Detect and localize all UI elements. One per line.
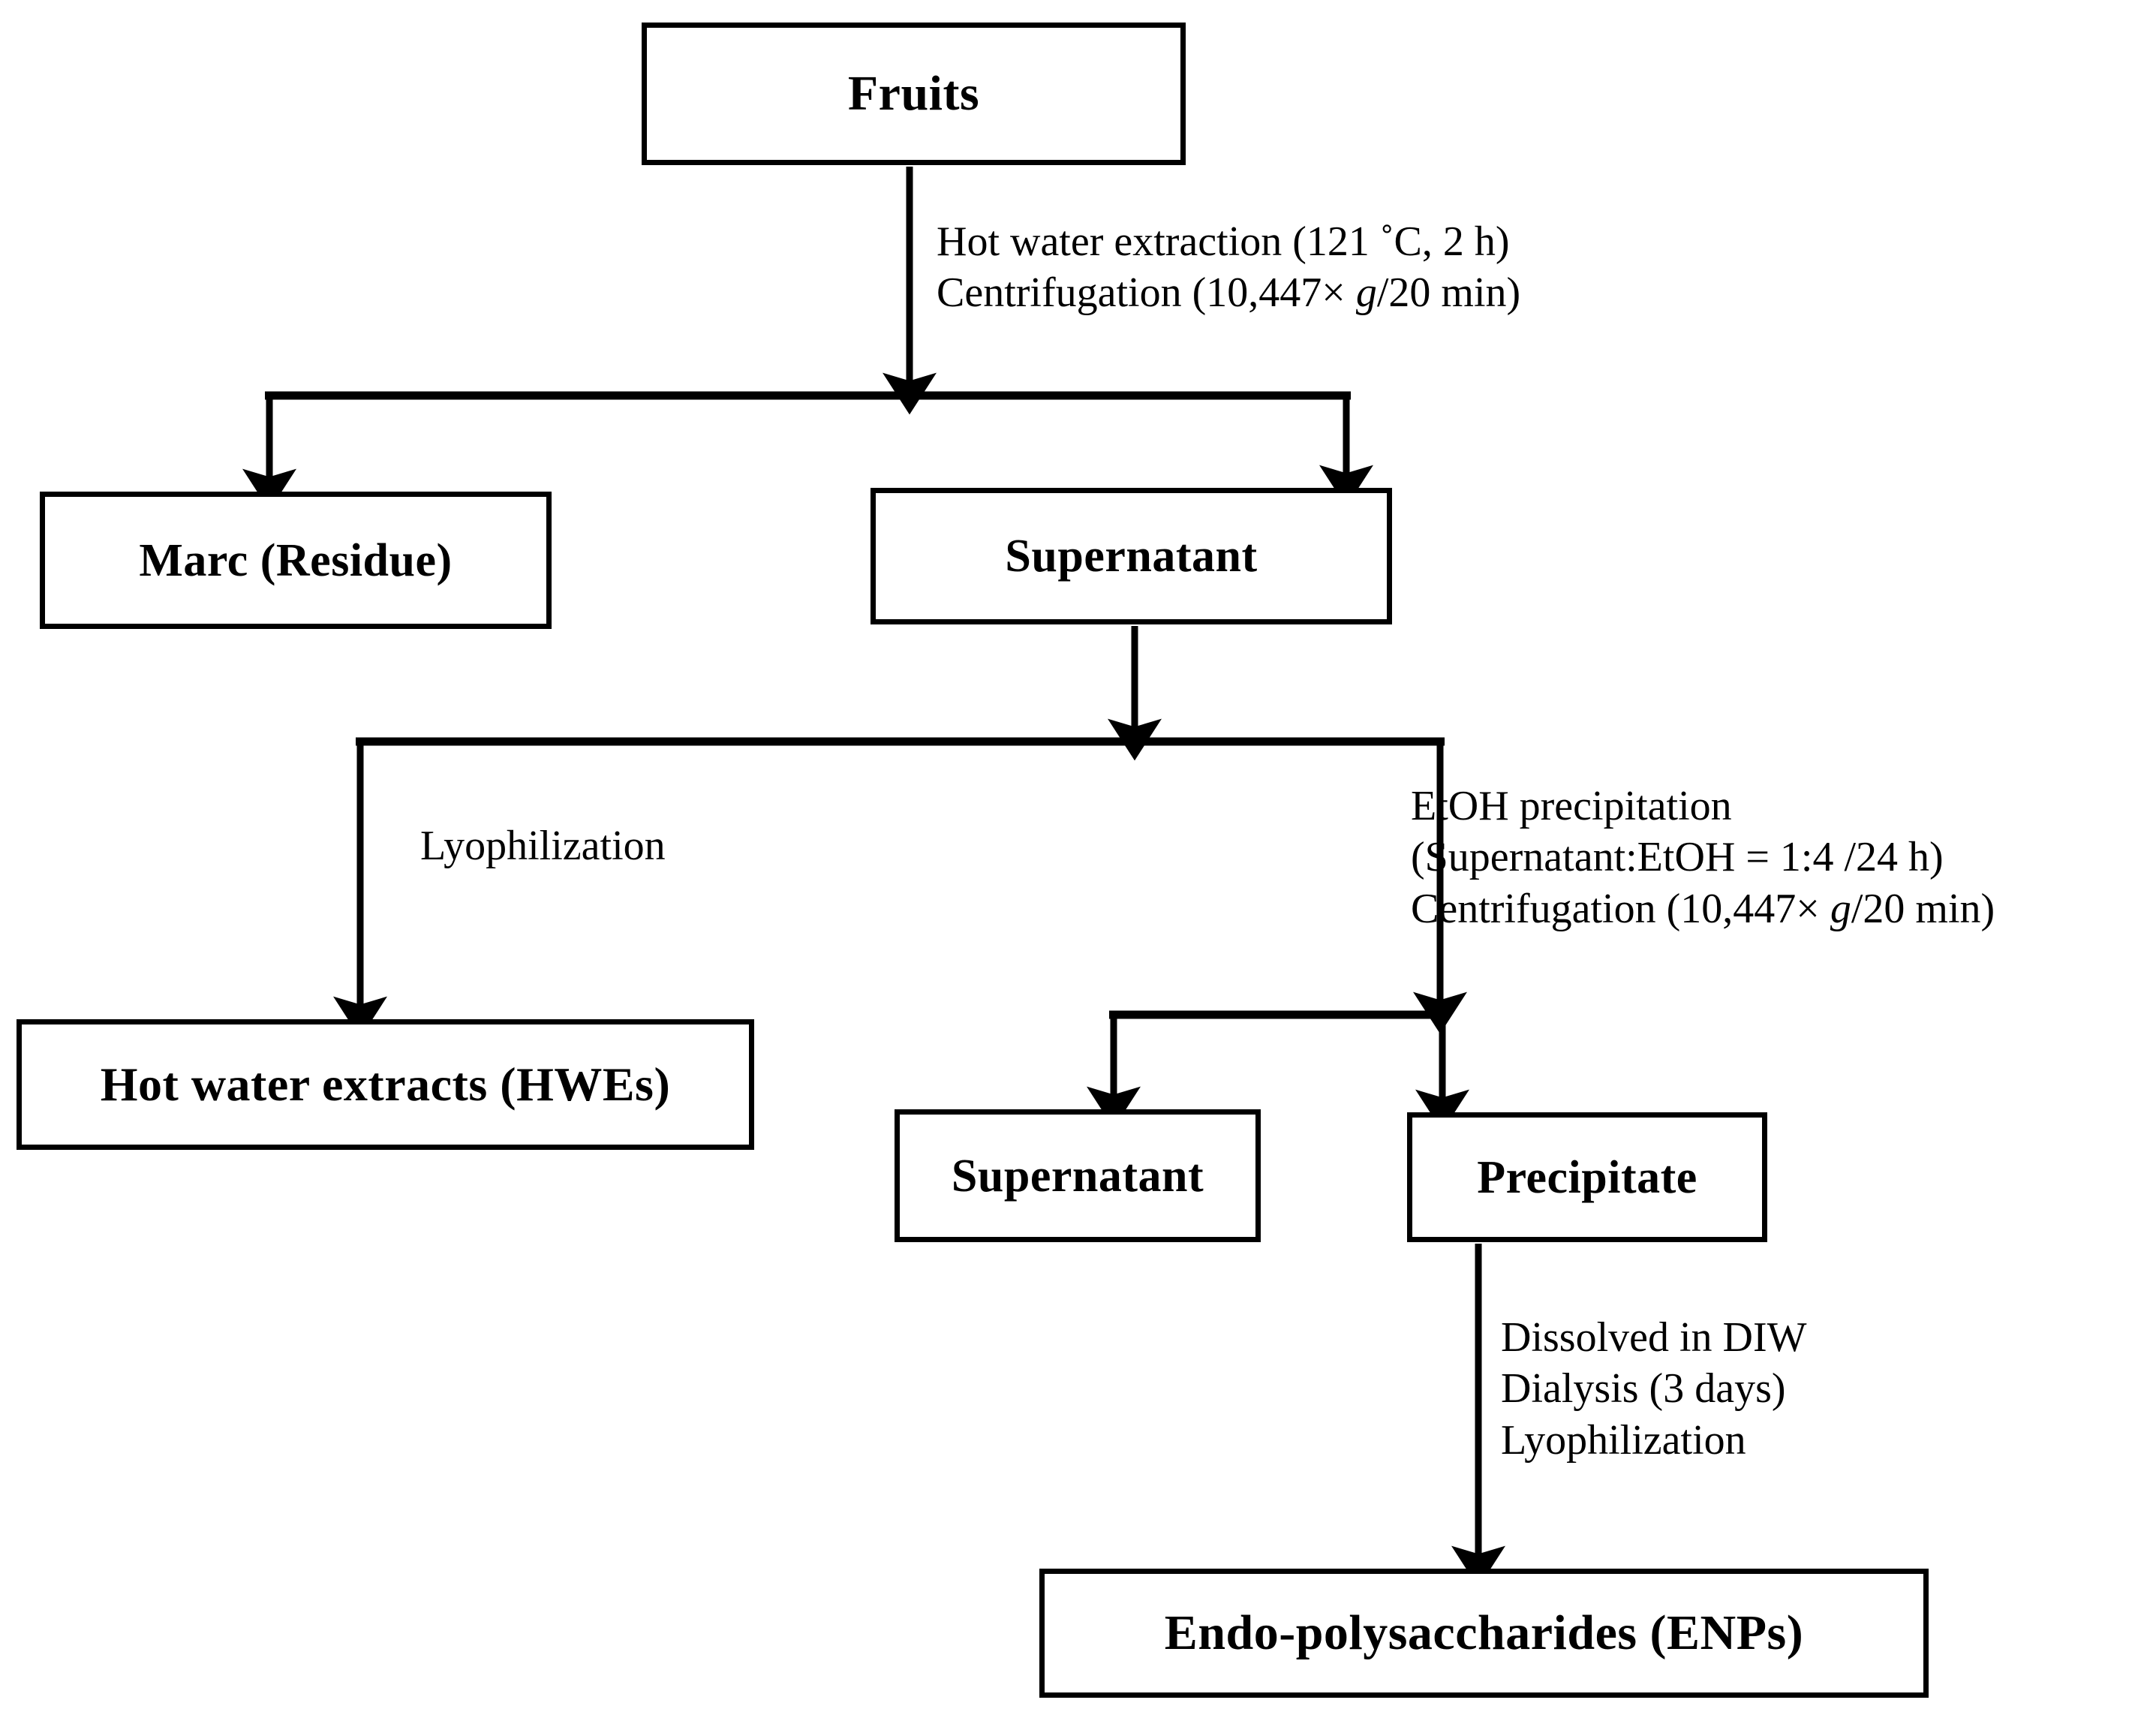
node-precipitate-label: Precipitate xyxy=(1477,1151,1697,1203)
edge-label-etoh-line3-italic-g: g xyxy=(1830,885,1851,932)
edge-label-etoh-line2: (Supernatant:EtOH = 1:4 /24 h) xyxy=(1411,834,1944,881)
edge-label-dialysis-line2: Dialysis (3 days) xyxy=(1501,1365,1786,1413)
edge-label-extraction: Hot water extraction (121 ˚C, 2 h) Centr… xyxy=(937,216,1520,319)
node-marc-residue[interactable]: Marc (Residue) xyxy=(40,492,552,629)
node-supernatant-1-label: Supernatant xyxy=(1005,531,1258,582)
edge-label-dialysis-line3: Lyophilization xyxy=(1501,1416,1746,1464)
edge-label-dialysis-line1: Dissolved in DIW xyxy=(1501,1314,1807,1361)
edge-label-etoh-line1: EtOH precipitation xyxy=(1411,783,1732,829)
edge-label-lyophilization: Lyophilization xyxy=(420,820,666,871)
edge-label-etoh-line3-post: /20 min) xyxy=(1851,885,1995,932)
node-fruits[interactable]: Fruits xyxy=(642,23,1186,165)
edge-label-etoh-line3-pre: Centrifugation (10,447× xyxy=(1411,885,1830,932)
edge-label-extraction-line2: Centrifugation (10,447× g/20 min) xyxy=(937,267,1520,318)
node-endo-polysaccharides[interactable]: Endo-polysaccharides (ENPs) xyxy=(1039,1569,1929,1698)
node-supernatant-1[interactable]: Supernatant xyxy=(871,488,1392,624)
edge-label-etoh-precipitation: EtOH precipitation (Supernatant:EtOH = 1… xyxy=(1411,781,1995,934)
node-endo-polysaccharides-label: Endo-polysaccharides (ENPs) xyxy=(1164,1605,1804,1660)
edge-label-extraction-line2-post: /20 min) xyxy=(1376,269,1521,317)
node-precipitate[interactable]: Precipitate xyxy=(1407,1112,1767,1242)
edge-label-etoh-line3: Centrifugation (10,447× g/20 min) xyxy=(1411,883,1995,934)
edge-label-lyophilization-line1: Lyophilization xyxy=(420,823,666,869)
edge-label-dialysis: Dissolved in DIW Dialysis (3 days) Lyoph… xyxy=(1501,1312,1807,1466)
node-supernatant-2-label: Supernatant xyxy=(951,1150,1204,1202)
node-supernatant-2[interactable]: Supernatant xyxy=(895,1109,1261,1242)
node-hot-water-extracts-label: Hot water extracts (HWEs) xyxy=(100,1058,671,1111)
edge-label-extraction-line2-pre: Centrifugation (10,447× xyxy=(937,269,1356,317)
node-fruits-label: Fruits xyxy=(847,66,980,121)
node-hot-water-extracts[interactable]: Hot water extracts (HWEs) xyxy=(17,1019,754,1150)
edge-label-extraction-line1: Hot water extraction (121 ˚C, 2 h) xyxy=(937,218,1510,265)
edge-label-extraction-line2-italic-g: g xyxy=(1355,269,1377,317)
node-marc-residue-label: Marc (Residue) xyxy=(139,534,453,586)
